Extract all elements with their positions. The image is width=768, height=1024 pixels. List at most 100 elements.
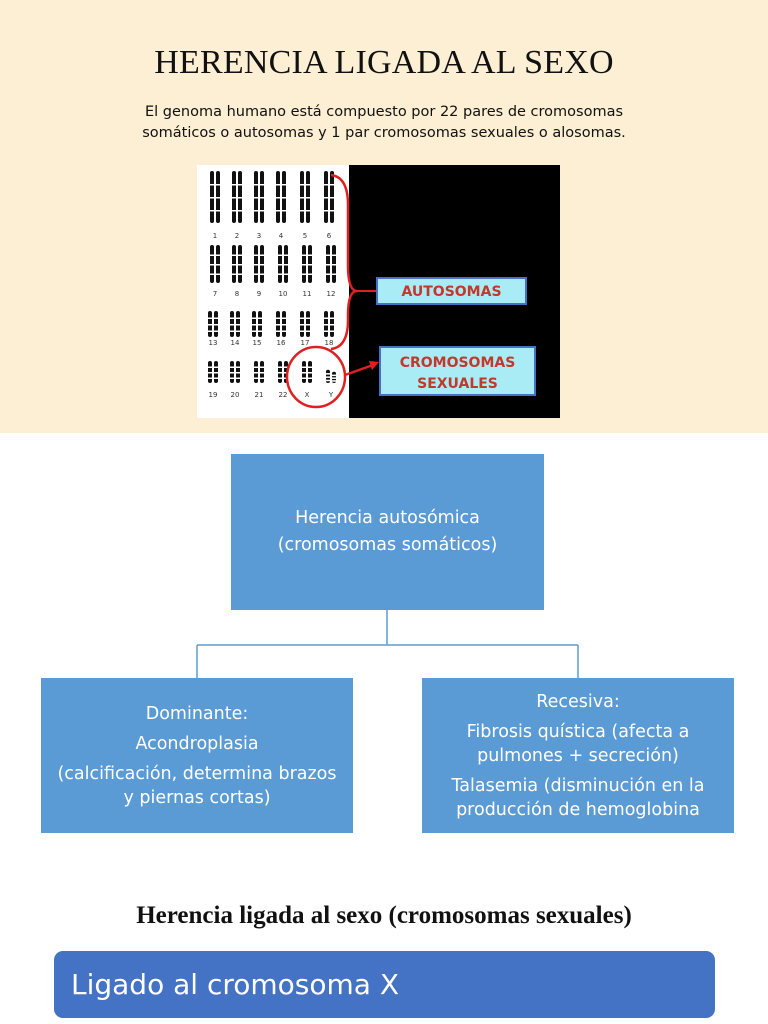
sex-linked-heading: Herencia ligada al sexo (cromosomas sexu…: [136, 902, 632, 929]
chromosome-band: [258, 324, 262, 326]
chromosome-band: [230, 317, 234, 319]
sex-chromosome-highlight: [285, 345, 347, 409]
chromosome-band: [330, 324, 334, 326]
chromosome-band: [210, 210, 214, 212]
chromosome-band: [282, 317, 286, 319]
pair-label-22: 22: [279, 391, 288, 399]
chromosome-band: [238, 273, 242, 275]
recessive-heading: Recesiva:: [536, 691, 620, 712]
chromosome-band: [236, 330, 240, 332]
chromosome-band: [214, 366, 218, 368]
chromosome-band: [210, 254, 214, 256]
x-linked-label: Ligado al cromosoma X: [71, 968, 400, 1001]
chromosome-band: [324, 210, 328, 212]
x-linked-bar: Ligado al cromosoma X: [54, 951, 715, 1018]
chromosome-band: [282, 330, 286, 332]
chromosome-band: [216, 273, 220, 275]
autosomes-label: AUTOSOMAS: [401, 284, 501, 300]
chromosome-band: [300, 210, 304, 212]
chromosome-band: [282, 210, 286, 212]
chromosome-band: [214, 372, 218, 374]
intro-line-1: El genoma humano está compuesto por 22 p…: [144, 104, 624, 120]
chromosome-band: [332, 273, 336, 275]
recessive-item-2-line-1: Talasemia (disminución en la: [451, 775, 705, 796]
chromosome-band: [284, 273, 288, 275]
chromosome-band: [284, 264, 288, 266]
chromosome-band: [308, 366, 312, 368]
chromosome-band: [216, 184, 220, 186]
chromosome-band: [236, 377, 240, 379]
chromosome-band: [302, 366, 306, 368]
chromosome-band: [302, 264, 306, 266]
chromosome-band: [300, 330, 304, 332]
pair-label-7: 7: [213, 290, 217, 298]
chromosome-band: [282, 324, 286, 326]
chromosome-band: [214, 317, 218, 319]
chromosome-band: [238, 264, 242, 266]
pair-label-19: 19: [209, 391, 218, 399]
chromosome-band: [308, 377, 312, 379]
chromosome-band: [276, 330, 280, 332]
chromosome-band: [278, 254, 282, 256]
chromosome-band: [254, 210, 258, 212]
chromosome-band: [306, 210, 310, 212]
highlight-arrow-line: [344, 363, 374, 377]
dominant-box: Dominante: Acondroplasia (calcificación,…: [41, 678, 353, 833]
chromosome-band: [238, 197, 242, 199]
pair-label-8: 8: [235, 290, 239, 298]
chromosome-band: [236, 324, 240, 326]
chromosome-band: [282, 184, 286, 186]
chromosome-band: [260, 184, 264, 186]
chromosome-band: [276, 184, 280, 186]
chromosome-band: [214, 324, 218, 326]
chromosome-band: [326, 373, 330, 375]
pair-label-18: 18: [325, 339, 334, 347]
chromosome-band: [238, 210, 242, 212]
sex-chromosomes-label-box: [379, 346, 536, 396]
chromosome-band: [326, 254, 330, 256]
chromosome-band: [276, 324, 280, 326]
chromosome-band: [332, 377, 336, 379]
pair-label-4: 4: [279, 232, 284, 240]
chromosome-band: [260, 254, 264, 256]
chromosome-band: [216, 210, 220, 212]
pair-label-11: 11: [303, 290, 312, 298]
chromosome-band: [330, 330, 334, 332]
chromosome-band: [254, 366, 258, 368]
dominant-detail-line-1: (calcificación, determina brazos: [57, 763, 337, 784]
chromosome-band: [282, 197, 286, 199]
chromosome-band: [230, 377, 234, 379]
chromosome-band: [306, 317, 310, 319]
chromosome-band: [324, 330, 328, 332]
intro-text: El genoma humano está compuesto por 22 p…: [94, 102, 674, 144]
recessive-item-1-line-2: pulmones + secreción): [477, 745, 679, 766]
chromosome-band: [230, 324, 234, 326]
chromosome-band: [260, 197, 264, 199]
chromosome-band: [208, 330, 212, 332]
chromosome-band: [216, 197, 220, 199]
chromosome-set: [208, 171, 336, 383]
pair-label-14: 14: [231, 339, 240, 347]
chromosome-band: [254, 197, 258, 199]
sex-chromosomes-label-line-1: CROMOSOMAS: [400, 355, 516, 371]
pair-label-21: 21: [255, 391, 264, 399]
chromosome-band: [278, 366, 282, 368]
chromosome-band: [232, 210, 236, 212]
chromosome-band: [252, 330, 256, 332]
pair-label-6: 6: [327, 232, 332, 240]
chromosome-band: [210, 264, 214, 266]
autosomal-inheritance-line-2: (cromosomas somáticos): [277, 535, 498, 555]
chromosome-band: [260, 264, 264, 266]
chromosome-band: [260, 273, 264, 275]
chromosome-band: [214, 330, 218, 332]
pair-label-2: 2: [235, 232, 239, 240]
chromosome-band: [324, 197, 328, 199]
pair-label-17: 17: [301, 339, 310, 347]
highlight-arrow-head: [369, 361, 379, 370]
pair-label-9: 9: [257, 290, 261, 298]
chromosome-band: [210, 184, 214, 186]
chromosome-band: [216, 254, 220, 256]
chromosome-band: [326, 264, 330, 266]
pair-label-X: X: [305, 391, 310, 399]
chromosome-band: [278, 273, 282, 275]
